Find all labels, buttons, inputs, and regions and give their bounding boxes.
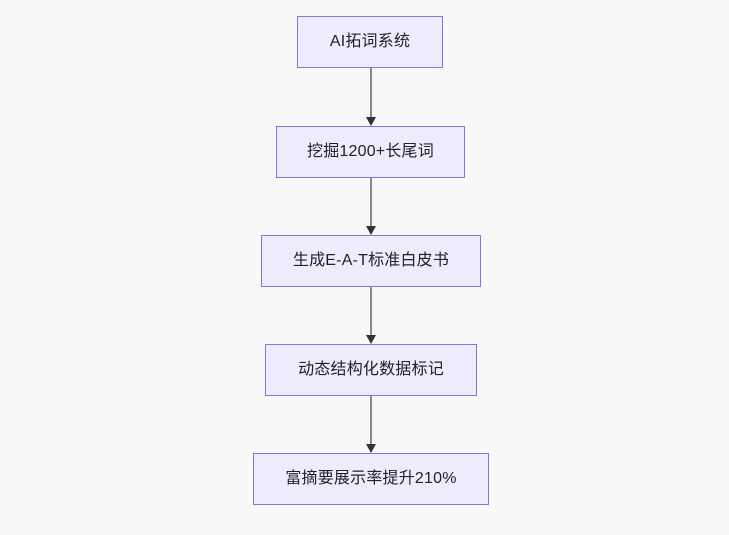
arrow-down-icon [366, 335, 376, 344]
flowchart-node-eat-whitepaper[interactable]: 生成E-A-T标准白皮书 [261, 235, 481, 287]
arrow-down-icon [366, 226, 376, 235]
flowchart-node-label: 动态结构化数据标记 [298, 361, 444, 378]
flowchart-node-label: 富摘要展示率提升210% [285, 470, 457, 487]
arrow-down-icon [366, 444, 376, 453]
flowchart-edge-n3-n4 [370, 396, 372, 444]
flowchart-node-rich-snippet-result[interactable]: 富摘要展示率提升210% [253, 453, 489, 505]
flowchart-node-ai-keyword-system[interactable]: AI拓词系统 [297, 16, 443, 68]
flowchart-node-label: 生成E-A-T标准白皮书 [292, 252, 450, 269]
flowchart-node-label: AI拓词系统 [329, 33, 411, 50]
flowchart-edge-n2-n3 [370, 287, 372, 335]
flowchart-edge-n0-n1 [370, 68, 372, 117]
flowchart-edge-n1-n2 [370, 178, 372, 226]
flowchart-node-structured-data-markup[interactable]: 动态结构化数据标记 [265, 344, 477, 396]
arrow-down-icon [366, 117, 376, 126]
flowchart-node-label: 挖掘1200+长尾词 [307, 143, 434, 160]
flowchart-node-longtail-keywords[interactable]: 挖掘1200+长尾词 [276, 126, 465, 178]
